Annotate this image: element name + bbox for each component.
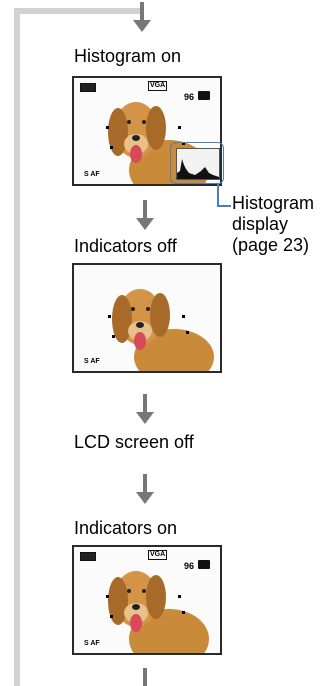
af-frame-dot — [108, 315, 111, 318]
callout-line-2: display — [232, 214, 289, 234]
af-frame-dot — [106, 595, 109, 598]
callout-line-1: Histogram — [232, 193, 315, 213]
af-frame-dot — [186, 331, 189, 334]
shots-remaining: 96 — [184, 561, 195, 571]
resolution-indicator: VGA — [148, 550, 168, 560]
flow-guide-line-top — [14, 8, 144, 14]
focus-mode-indicator: S AF — [84, 171, 100, 178]
histogram-graph — [177, 159, 219, 179]
callout-leader-line — [217, 205, 231, 207]
step-label-histogram-on: Histogram on — [74, 46, 182, 66]
step-label-indicators-on: Indicators on — [74, 518, 178, 538]
down-arrow-icon — [136, 200, 154, 232]
camera-mode-icon — [198, 91, 210, 100]
af-frame-dot — [106, 126, 109, 129]
step-label-lcd-screen-off: LCD screen off — [74, 432, 194, 452]
lcd-screen-indicators-off: S AF — [72, 263, 222, 373]
callout-leader-line — [217, 184, 219, 206]
down-arrow-icon — [136, 394, 154, 426]
camera-mode-icon — [198, 560, 210, 569]
af-frame-dot — [182, 611, 185, 614]
histogram-callout-text: Histogram display (page 23) — [232, 193, 314, 256]
af-frame-dot — [182, 315, 185, 318]
lcd-screen-histogram-on: VGA 96 S AF — [72, 76, 222, 186]
focus-mode-indicator: S AF — [84, 640, 100, 647]
lcd-screen-indicators-on: VGA 96 S AF — [72, 545, 222, 655]
af-frame-dot — [110, 146, 113, 149]
af-frame-dot — [178, 595, 181, 598]
shots-remaining: 96 — [184, 92, 195, 102]
af-frame-dot — [112, 335, 115, 338]
histogram-display — [176, 148, 220, 180]
down-arrow-icon — [133, 2, 151, 34]
battery-icon — [80, 83, 96, 92]
battery-icon — [80, 552, 96, 561]
flow-guide-line — [14, 8, 20, 686]
af-frame-dot — [110, 615, 113, 618]
callout-line-3: (page 23) — [232, 235, 310, 255]
down-arrow-icon — [143, 668, 147, 686]
step-label-indicators-off: Indicators off — [74, 236, 177, 256]
dog-photo — [112, 289, 214, 371]
histogram-callout-box — [170, 142, 224, 184]
down-arrow-icon — [136, 474, 154, 506]
af-frame-dot — [178, 126, 181, 129]
dog-photo — [108, 571, 209, 653]
resolution-indicator: VGA — [148, 81, 168, 91]
focus-mode-indicator: S AF — [84, 358, 100, 365]
af-frame-dot — [182, 142, 185, 145]
